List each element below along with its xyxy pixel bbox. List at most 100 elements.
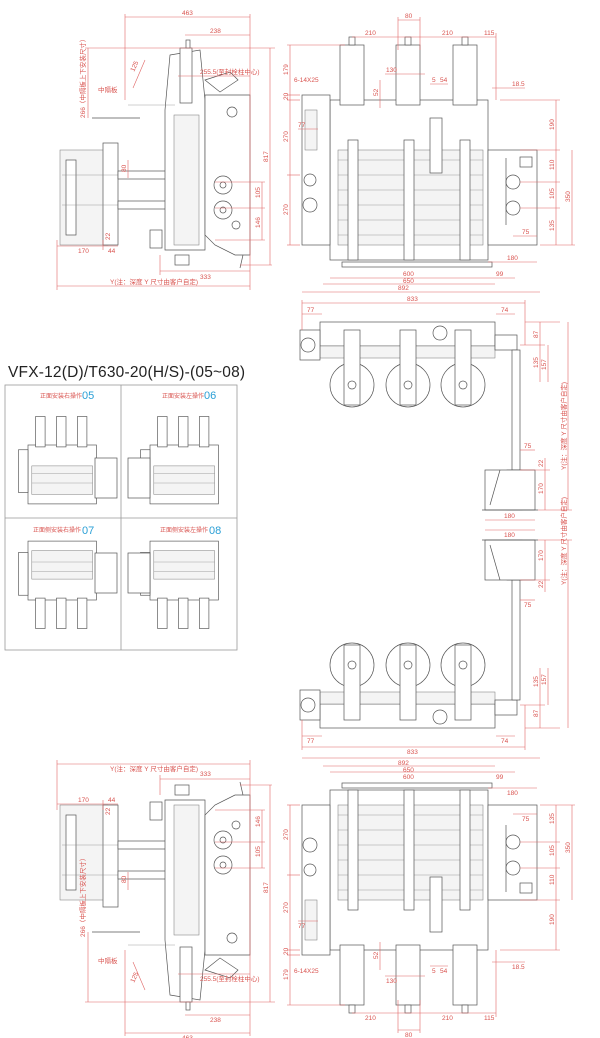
dimension-top-view-d157-lower: 157: [541, 674, 548, 685]
dimension-front-view-d99-lower: 99: [496, 774, 504, 781]
dimension-side-view-d125: 125: [129, 60, 140, 73]
dimension-front-view-d105: 105: [549, 188, 556, 199]
dimension-front-view-d892: 892: [398, 285, 409, 292]
dimension-front-view-d5-lower: 5: [432, 968, 436, 975]
variant-05-number: 05: [82, 390, 94, 402]
dimension-top-view-d22-lower: 22: [538, 580, 545, 588]
dimension-top-view-d74: 74: [501, 307, 509, 314]
dimension-side-view-d266: 266（中隔板上下安装尺寸）: [78, 36, 87, 118]
dimension-top-view-d170: 170: [538, 483, 545, 494]
dimension-side-view-d146-lower: 146: [255, 816, 262, 827]
dimension-side-view-d105-lower: 105: [255, 846, 262, 857]
dimension-front-view-d115: 115: [484, 30, 495, 37]
dimension-front-view-d270b: 270: [283, 204, 290, 215]
dimension-side-view-d44: 44: [108, 248, 116, 255]
dimension-side-view-d170: 170: [78, 248, 89, 255]
plan-view-lower: [299, 529, 573, 751]
dimension-front-view-d135: 135: [549, 220, 556, 231]
side-view-bottom: [56, 759, 276, 1037]
dimension-front-view-d54: 54: [440, 77, 448, 84]
dimension-top-view-d77: 77: [307, 307, 315, 314]
dimension-top-view-d77-lower: 77: [307, 738, 315, 745]
variant-08-label: 正面侧安装左操作: [160, 526, 208, 534]
dimension-front-view-d18-5: 18.5: [512, 81, 525, 88]
dimension-front-view-d270a-lower: 270: [283, 902, 290, 913]
dimension-front-view-d130-lower: 130: [386, 978, 397, 985]
dimension-front-view-d210b: 210: [442, 30, 453, 37]
dimension-front-view-d130: 130: [386, 67, 397, 74]
dimension-front-view-d180-lower: 180: [507, 790, 518, 797]
dimension-top-view-d170-lower: 170: [538, 550, 545, 561]
dimension-top-view-y-note-lower: Y(注：深度 Y 尺寸由客户自定): [559, 497, 568, 585]
dimension-front-view-d20-lower: 20: [283, 947, 290, 955]
variant-07-drawing: [18, 540, 97, 629]
side-view-top: [56, 13, 276, 291]
variant-08-number: 08: [209, 525, 221, 537]
dimension-top-view-d135: 135: [533, 357, 540, 368]
dimension-front-view-d80: 80: [405, 13, 413, 20]
dimension-side-view-d333-lower: 333: [200, 771, 211, 778]
model-title: VFX-12(D)/T630-20(H/S)-(05~08): [8, 364, 246, 381]
plan-view-upper: [299, 299, 573, 521]
dimension-front-view-d210a: 210: [365, 30, 376, 37]
dimension-front-view-d210b-lower: 210: [442, 1015, 453, 1022]
variant-05-panel: [94, 457, 118, 499]
variant-06-panel: [127, 457, 151, 499]
dimension-side-view-y-note: Y(注：深度 Y 尺寸由客户自定): [110, 277, 198, 286]
dimension-side-view-d80-lower: 80: [121, 875, 128, 883]
dimension-side-view-partition: 中隔板: [98, 85, 118, 94]
installation-variants-grid: 正面安装右操作 05 正面安装左操作 06 正面侧安装右操作 07 正面侧安装左…: [4, 384, 238, 651]
dimension-top-view-d135-lower: 135: [533, 676, 540, 687]
dimension-side-view-d80: 80: [121, 164, 128, 172]
variant-06-number: 06: [204, 390, 216, 402]
variant-06-label: 正面安装左操作: [162, 392, 204, 400]
dimension-side-view-d22: 22: [105, 232, 112, 240]
dimension-side-view-d817: 817: [263, 151, 270, 162]
dimension-side-view-d255: 255.5(至封栓柱中心): [200, 67, 260, 76]
dimension-front-view-d179: 179: [283, 64, 290, 75]
variant-07-label: 正面侧安装右操作: [33, 526, 81, 534]
dimension-top-view-d833-lower: 833: [407, 749, 418, 756]
dimension-top-view-y-note: Y(注：深度 Y 尺寸由客户自定): [559, 382, 568, 470]
dimension-front-view-d18-5-lower: 18.5: [512, 964, 525, 971]
variant-08-panel: [127, 552, 151, 594]
variant-05-drawing: [18, 416, 97, 505]
dimension-front-view-d99: 99: [496, 271, 504, 278]
dimension-side-view-d22-lower: 22: [105, 807, 112, 815]
dimension-top-view-d87-lower: 87: [533, 709, 540, 717]
dimension-side-view-d125-lower: 125: [129, 971, 140, 984]
dimension-top-view-d87: 87: [533, 330, 540, 338]
front-view-bottom: [286, 757, 576, 1034]
dimension-top-view-d75: 75: [524, 443, 532, 450]
dimension-front-view-d180: 180: [507, 255, 518, 262]
variant-07-number: 07: [82, 525, 94, 537]
dimension-front-view-d5: 5: [432, 77, 436, 84]
dimension-top-view-d22: 22: [538, 459, 545, 467]
dimension-side-view-d238: 238: [210, 28, 221, 35]
dimension-side-view-d146: 146: [255, 217, 262, 228]
dimension-front-view-d110-lower: 110: [549, 874, 556, 885]
dimension-side-view-d238-lower: 238: [210, 1017, 221, 1024]
dimension-front-view-d650: 650: [403, 278, 414, 285]
dimension-front-view-d600-lower: 600: [403, 774, 414, 781]
dimension-front-view-holes: 6-14X25: [294, 77, 319, 84]
dimension-front-view-d350: 350: [565, 191, 572, 202]
dimension-front-view-d190: 190: [549, 119, 556, 130]
dimension-front-view-d20: 20: [283, 92, 290, 100]
dimension-front-view-d892-lower: 892: [398, 760, 409, 767]
dimension-front-view-holes-lower: 6-14X25: [294, 968, 319, 975]
dimension-front-view-d600: 600: [403, 271, 414, 278]
dimension-top-view-d157: 157: [541, 359, 548, 370]
dimension-front-view-d110: 110: [549, 159, 556, 170]
front-view-top: [286, 16, 576, 293]
dimension-front-view-d75-lower: 75: [522, 816, 530, 823]
dimension-front-view-d75: 75: [522, 229, 530, 236]
dimension-top-view-d74-lower: 74: [501, 738, 509, 745]
dimension-front-view-d270b-lower: 270: [283, 829, 290, 840]
dimension-front-view-d115-lower: 115: [484, 1015, 495, 1022]
dimension-side-view-d333: 333: [200, 274, 211, 281]
dimension-front-view-d52-lower: 52: [373, 951, 380, 959]
dimension-top-view-d180-lower: 180: [504, 532, 515, 539]
dimension-front-view-d270a: 270: [283, 131, 290, 142]
dimension-side-view-d170-lower: 170: [78, 797, 89, 804]
